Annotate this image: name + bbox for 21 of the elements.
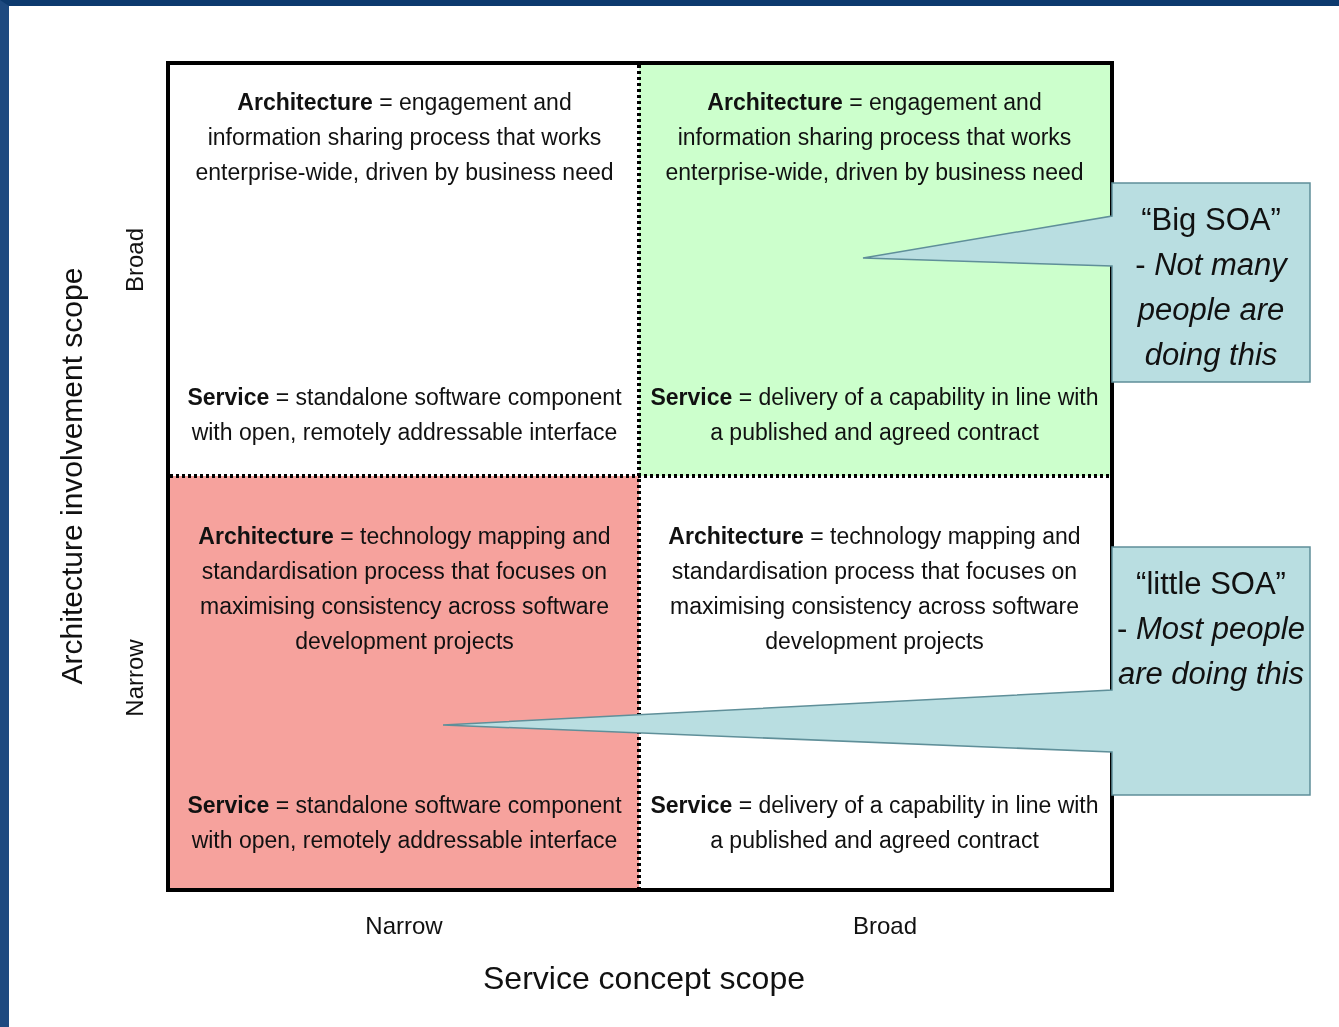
quadrant-text: Architecture = engagement and information sharing process that works enterprise-wide, driven by business need (194, 88, 615, 187)
quadrant-text: Service = standalone software component with open, remotely addressable interface (186, 383, 623, 447)
callout-bubble (863, 183, 1310, 382)
axis-label: Broad (853, 912, 917, 940)
quadrant-text: Service = standalone software component with open, remotely addressable interface (186, 791, 623, 855)
quadrant (639, 65, 1110, 476)
axis-label: Narrow (365, 912, 443, 940)
quadrant-text: Architecture = technology mapping and standardisation process that focuses on maximising consistency across software development projects (667, 522, 1082, 656)
quadrant-text: Service = delivery of a capability in line with a published and agreed contract (649, 383, 1100, 447)
axis-label: Broad (121, 228, 149, 292)
axis-title: Architecture involvement scope (55, 267, 89, 685)
callout-title: “Big SOA” (1140, 201, 1282, 239)
axis-label: Narrow (121, 639, 149, 717)
quadrant-text: Architecture = technology mapping and standardisation process that focuses on maximising consistency across software development projects (197, 522, 612, 656)
callout-title: “little SOA” (1135, 565, 1287, 603)
callout-text: - Most people are doing this (1116, 610, 1306, 693)
quadrant (170, 476, 639, 888)
callout-text: - Not many people are doing this (1134, 246, 1289, 374)
quadrant-text: Architecture = engagement and information sharing process that works enterprise-wide, driven by business need (664, 88, 1085, 187)
quadrant-text: Service = delivery of a capability in line with a published and agreed contract (649, 791, 1100, 855)
axis-title: Service concept scope (483, 959, 805, 997)
